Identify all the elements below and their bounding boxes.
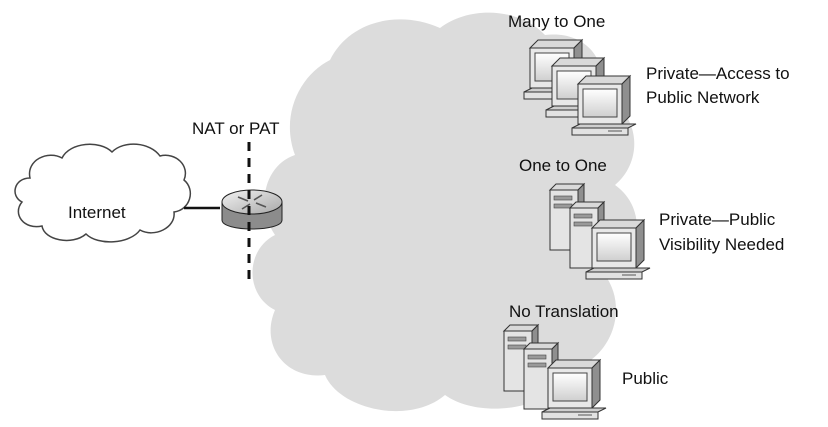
workstation-icon — [571, 75, 637, 136]
private-public-label-line1: Private—Public — [659, 210, 776, 229]
one-to-one-label: One to One — [519, 156, 607, 175]
public-label: Public — [622, 369, 669, 388]
nat-label: NAT or PAT — [192, 119, 280, 138]
many-to-one-label: Many to One — [508, 12, 605, 31]
workstation-icon — [585, 219, 651, 280]
private-network-cloud — [252, 12, 637, 412]
private-access-label-line1: Private—Access to — [646, 64, 790, 83]
internet-label: Internet — [68, 203, 126, 222]
private-access-label-line2: Public Network — [646, 88, 760, 107]
internet-cloud — [14, 143, 192, 243]
no-translation-label: No Translation — [509, 302, 619, 321]
workstation-icon — [541, 359, 607, 420]
router-icon — [221, 189, 283, 230]
private-public-label-line2: Visibility Needed — [659, 235, 784, 254]
